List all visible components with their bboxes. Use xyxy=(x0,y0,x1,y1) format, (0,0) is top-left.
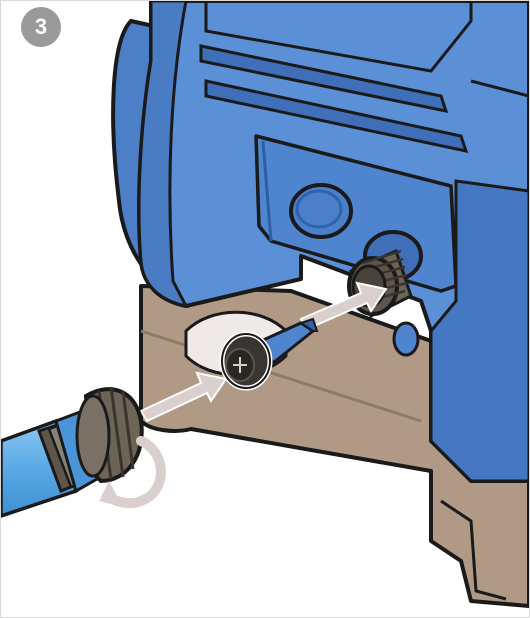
outlet-port xyxy=(291,185,351,237)
step-number-badge: 3 xyxy=(21,7,61,47)
hose-connector xyxy=(77,387,142,481)
